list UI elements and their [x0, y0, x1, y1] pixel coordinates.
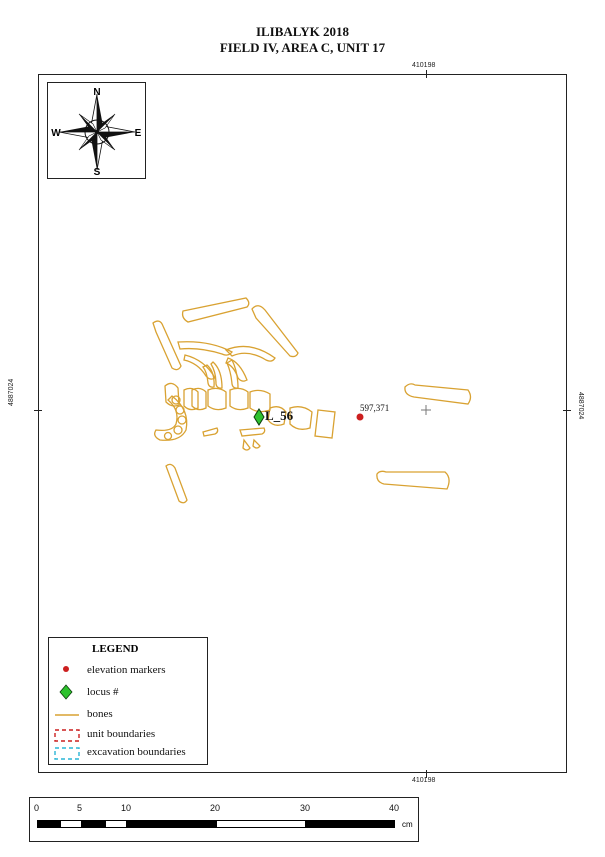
scale-label-5: 5	[77, 803, 83, 813]
map-subtitle: FIELD IV, AREA C, UNIT 17	[219, 40, 386, 55]
bone-outline	[201, 364, 215, 388]
legend-symbols	[54, 666, 80, 760]
easting-label-top: 410198	[412, 62, 436, 69]
bone-outline	[152, 320, 182, 371]
compass-w: W	[51, 128, 61, 139]
legend-item-locus: locus #	[87, 686, 119, 698]
scale-segment	[127, 820, 216, 828]
grid-crosshair	[421, 405, 431, 415]
scale-segment	[105, 820, 127, 828]
scale-segment	[216, 820, 306, 828]
bone-outline	[376, 470, 450, 490]
green-diamond-icon	[59, 684, 73, 700]
compass-s: S	[94, 167, 101, 178]
scale-unit: cm	[402, 820, 413, 829]
cyan-dashed-box-icon	[54, 747, 80, 760]
grid-tick-top	[426, 70, 427, 78]
bone-outline	[173, 425, 183, 435]
bone-outline	[154, 395, 188, 441]
bone-outline	[177, 341, 233, 356]
scale-segment	[82, 820, 105, 828]
scale-segment	[37, 820, 60, 828]
map-title: ILIBALYK 2018	[255, 24, 350, 39]
bone-outline	[171, 395, 181, 405]
map-legend: LEGEND elevation markers locus # bones u…	[48, 637, 208, 765]
scale-segment	[306, 820, 395, 828]
compass-n: N	[93, 87, 100, 98]
elevation-marker	[356, 413, 364, 421]
legend-item-elevation: elevation markers	[87, 664, 166, 676]
bone-outline	[164, 382, 180, 407]
north-arrow: N S E W	[47, 82, 146, 179]
bone-outline	[165, 463, 188, 504]
bone-outline	[226, 359, 239, 389]
bone-outline	[289, 406, 313, 430]
legend-item-bones: bones	[87, 708, 113, 720]
scale-label-40: 40	[389, 803, 400, 813]
grid-tick-bottom	[426, 770, 427, 778]
legend-title: LEGEND	[92, 643, 139, 655]
bone-outline	[252, 438, 261, 449]
compass-rose-icon: N S E W	[51, 87, 142, 178]
red-dashed-box-icon	[54, 729, 80, 742]
compass-e: E	[135, 128, 142, 139]
grid-tick-right	[563, 410, 571, 411]
elevation-label: 597,371	[360, 403, 390, 413]
scale-label-10: 10	[121, 803, 132, 813]
bone-outline	[267, 406, 287, 426]
bone-outline	[183, 387, 199, 411]
easting-label-bottom: 410198	[412, 777, 436, 784]
scale-label-30: 30	[300, 803, 311, 813]
grid-tick-left	[34, 410, 42, 411]
scale-label-0: 0	[34, 803, 40, 813]
bone-outline	[404, 383, 472, 405]
map-frame	[38, 74, 567, 773]
bone-outline	[163, 431, 173, 441]
bones-layer	[152, 297, 472, 504]
scale-segment	[60, 820, 82, 828]
legend-item-unit-boundaries: unit boundaries	[87, 728, 156, 740]
bone-outline	[242, 438, 251, 451]
bone-outline	[210, 361, 223, 389]
locus-marker	[253, 408, 265, 426]
bone-outline	[225, 357, 248, 382]
bone-outline	[207, 387, 227, 411]
bone-outline	[314, 409, 336, 439]
bone-outline	[181, 297, 250, 323]
bone-outline	[251, 305, 299, 358]
bone-outline	[239, 427, 266, 437]
bone-outline	[229, 387, 249, 411]
red-dot-icon	[63, 666, 69, 672]
scale-bar: 0 5 10 20 30 40 cm	[29, 797, 419, 842]
scale-label-20: 20	[210, 803, 221, 813]
bone-outline	[202, 427, 219, 437]
bone-outline	[191, 387, 207, 411]
bone-outline	[183, 354, 216, 380]
locus-label: L_56	[265, 408, 294, 423]
bone-outline	[175, 405, 185, 415]
legend-item-excavation-boundaries: excavation boundaries	[87, 746, 186, 758]
bone-outline	[177, 415, 187, 425]
bone-outline	[224, 345, 276, 362]
